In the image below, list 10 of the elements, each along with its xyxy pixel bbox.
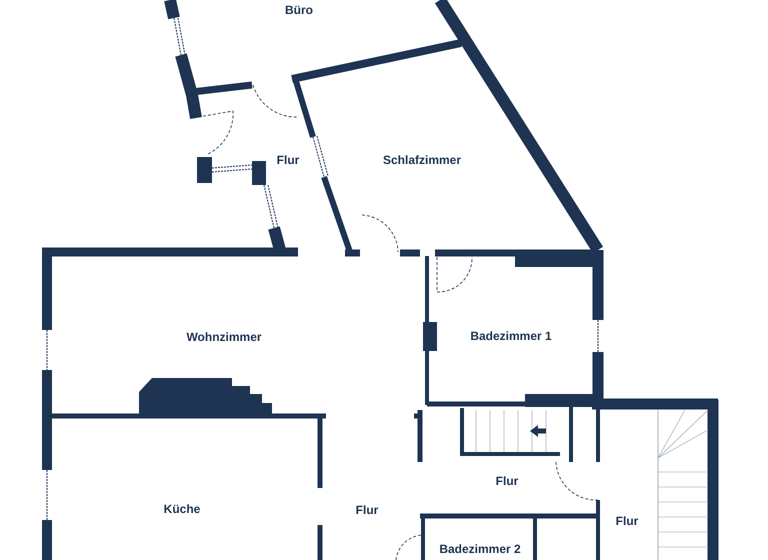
- room-label: Badezimmer 2: [439, 542, 521, 556]
- room-label: Küche: [164, 502, 200, 516]
- room-label: Flur: [356, 503, 378, 517]
- room-label: Wohnzimmer: [186, 330, 262, 344]
- room-label: Flur: [276, 153, 300, 167]
- room-label: Schlafzimmer: [382, 153, 462, 167]
- room-label: Badezimmer 1: [470, 329, 552, 343]
- room-label: Flur: [496, 474, 518, 488]
- room-label: Büro: [285, 3, 313, 17]
- room-label: Flur: [616, 514, 638, 528]
